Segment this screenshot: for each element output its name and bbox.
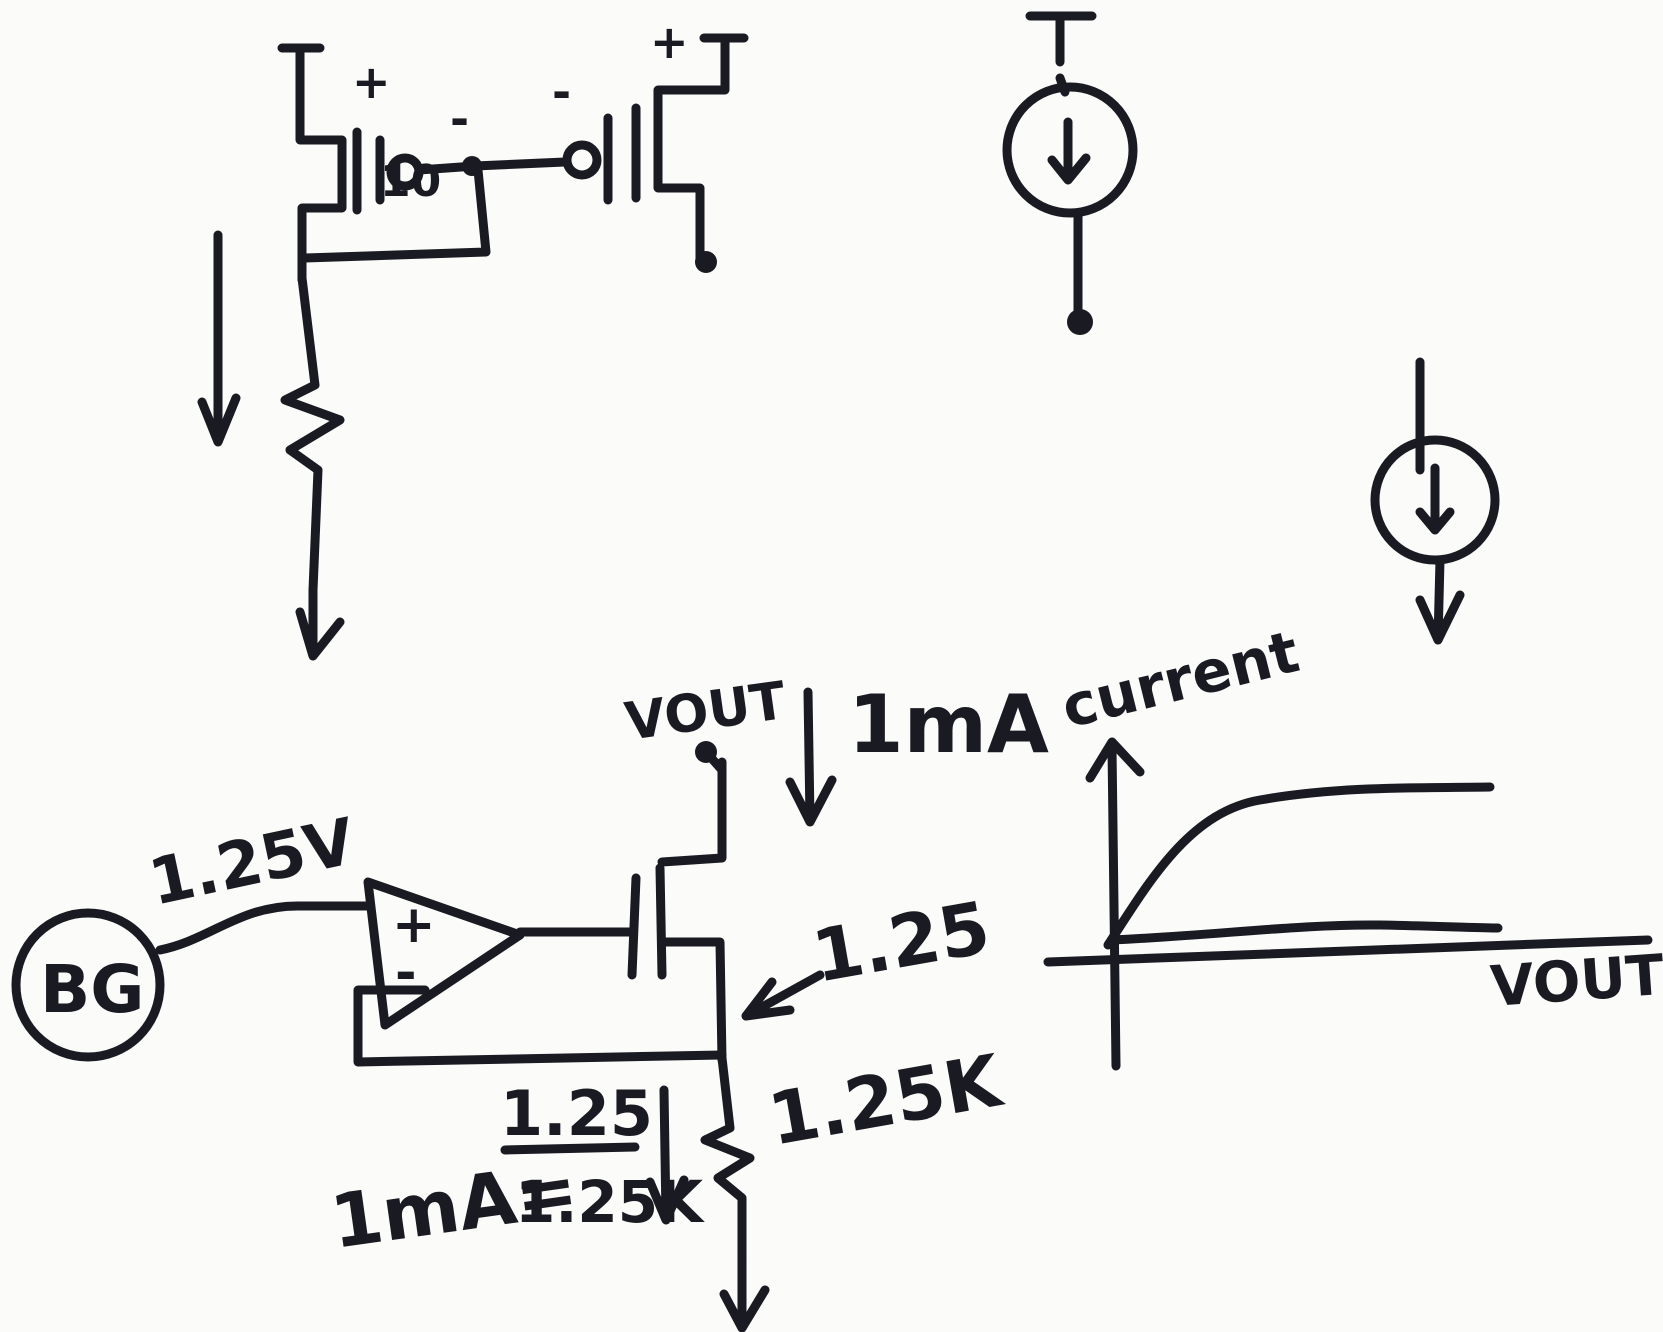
fraction-bar [500,1142,640,1155]
vout-terminal [695,741,727,775]
sense-resistor-label: 1.25K [762,1038,1009,1162]
graph-curve-lower [1107,920,1503,945]
graph-curve-upper [1103,782,1495,950]
nmos-transistor [627,757,727,1065]
vout-label: VOUT [621,671,790,753]
op-amp-plus-label: + [392,895,436,955]
equation-numerator: 1.25 [500,1077,653,1150]
bandgap-wire [155,901,373,955]
source-node-arrow [741,970,825,1021]
equation-denominator: 1.25K [515,1168,705,1236]
graph-axes [1043,737,1653,1071]
sense-resistor [700,1053,755,1267]
left-current-arrow [197,230,241,447]
graph-y-axis-label: current [1055,617,1306,741]
current-source-symbol [1002,11,1138,335]
plus-label-drain: + [650,15,689,69]
minus-label-gate-2: - [552,65,571,119]
op-amp [353,877,727,1067]
drain-current-label: 1mA [848,678,1049,771]
bottom-ground-arrow [719,1257,770,1332]
minus-label-gate-1: - [450,92,469,146]
source-node-voltage-label: 1.25 [806,885,996,999]
left-supply-tee [277,43,347,285]
resistor-current-arrow [645,1085,689,1225]
op-amp-minus-label: - [395,943,417,1003]
drain-current-arrow [785,687,837,827]
small-current-source-symbol [1370,357,1500,645]
bandgap-reference [11,908,165,1062]
bandgap-label: BG [40,951,144,1028]
right-transistor-gate [562,103,641,205]
plus-label-source: + [352,55,391,109]
right-supply-tee [653,33,749,273]
graph-x-axis-label: VOUT [1488,943,1663,1020]
left-ground-arrow [295,585,345,661]
left-resistor [280,273,345,595]
gate-connection [300,156,570,263]
device-label: 10 [380,156,441,207]
